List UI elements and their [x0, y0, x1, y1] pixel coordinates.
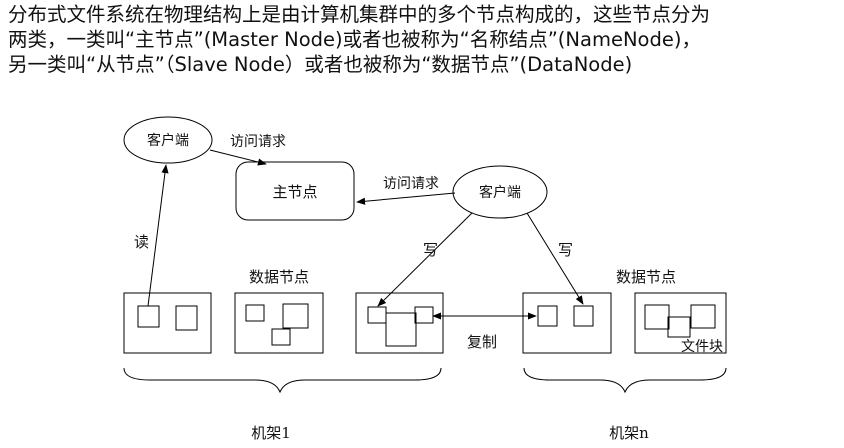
file-block	[282, 303, 309, 329]
rack-1-label: 机架1	[251, 424, 291, 442]
datanode-box-3	[355, 292, 444, 354]
file-block	[667, 316, 691, 338]
write-arrow-right	[526, 212, 584, 305]
master-node-label: 主节点	[272, 183, 317, 201]
file-block	[385, 312, 417, 347]
datanode-box-5	[634, 292, 727, 354]
file-block	[573, 305, 594, 327]
file-block	[271, 328, 291, 346]
file-block	[690, 304, 716, 329]
master-node-box	[235, 161, 355, 221]
client-right-node	[452, 165, 548, 219]
read-label: 读	[134, 233, 149, 251]
file-block	[137, 305, 160, 328]
rack-n-label: 机架n	[609, 424, 649, 442]
intro-paragraph: 分布式文件系统在物理结构上是由计算机集群中的多个节点构成的，这些节点分为 两类，…	[8, 2, 838, 77]
client-left-node	[123, 116, 213, 164]
data-node-right-label: 数据节点	[616, 268, 676, 286]
data-node-left-label: 数据节点	[249, 268, 309, 286]
intro-line-3: 另一类叫“从节点”（Slave Node）或者也被称为“数据节点”(DataNo…	[8, 53, 633, 76]
datanode-box-2	[234, 292, 324, 354]
file-block	[245, 304, 265, 322]
file-block	[644, 304, 670, 330]
replicate-label: 复制	[467, 333, 497, 351]
file-block	[175, 305, 198, 331]
intro-line-1: 分布式文件系统在物理结构上是由计算机集群中的多个节点构成的，这些节点分为	[8, 3, 711, 26]
file-block	[414, 306, 434, 324]
intro-line-2: 两类，一类叫“主节点”(Master Node)或者也被称为“名称结点”(Nam…	[8, 28, 701, 51]
write-arrow-left	[377, 212, 473, 307]
rack-n-brace	[523, 367, 727, 394]
file-block	[367, 306, 387, 324]
client-right-label: 客户端	[479, 184, 521, 201]
datanode-box-1	[123, 292, 212, 354]
rack-1-brace	[123, 367, 442, 394]
read-arrow	[147, 164, 169, 307]
datanode-box-4	[522, 292, 612, 354]
access-request-arrow-right	[356, 192, 456, 205]
write-left-label: 写	[423, 241, 438, 259]
file-block-label: 文件块	[681, 339, 723, 355]
write-right-label: 写	[558, 241, 573, 259]
access-request-left-label: 访问请求	[230, 134, 286, 150]
file-block	[537, 305, 558, 327]
access-request-right-label: 访问请求	[383, 176, 439, 192]
access-request-arrow-left	[209, 149, 267, 166]
client-left-label: 客户端	[147, 132, 189, 149]
